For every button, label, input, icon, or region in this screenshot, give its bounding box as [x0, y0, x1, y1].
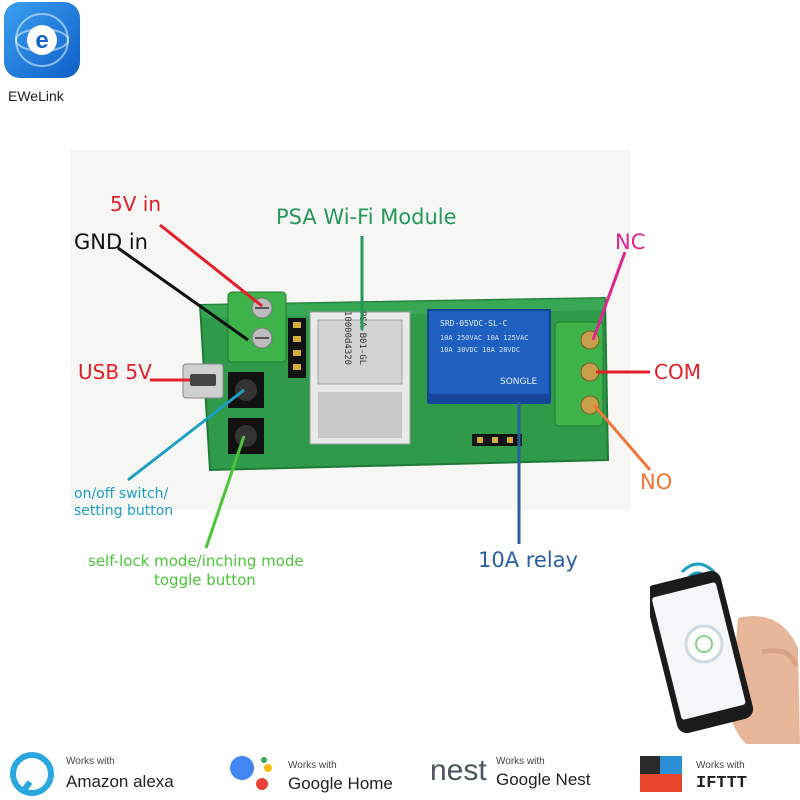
toggle-label-word: toggle	[154, 571, 202, 589]
badge-alexa: Works with Amazon alexa	[10, 748, 200, 800]
module-print-line1: PSA-B01-GL	[357, 311, 367, 365]
ewelink-logo-icon: e	[15, 13, 69, 67]
module-print-line2: 10000d4320	[342, 311, 352, 365]
input-screw-terminal	[227, 291, 287, 363]
ifttt-icon	[640, 756, 682, 792]
badge-google-home-big: Google Home	[288, 774, 393, 793]
nc-label: NC	[615, 230, 646, 254]
badge-google-home: Works with Google Home	[228, 748, 418, 800]
badge-google-home-small: Works with	[288, 760, 337, 771]
com-label: COM	[654, 360, 701, 384]
relay-component: SRD-05VDC-SL-C 10A 250VAC 10A 125VAC 10A…	[427, 309, 551, 404]
toggle-line	[204, 435, 246, 549]
toggle-label: self-lock mode/inching mode toggle butto…	[88, 552, 304, 590]
switch-label-line2: setting button	[74, 503, 174, 519]
alexa-icon	[10, 752, 54, 796]
five-v-in-label: 5V in	[110, 192, 161, 216]
badge-nest-small: Works with	[496, 756, 545, 767]
nest-icon: nest	[430, 754, 487, 787]
badge-ifttt-small: Works with	[696, 760, 745, 771]
five-v-line	[159, 223, 263, 308]
ewelink-logo-letter: e	[35, 27, 48, 54]
relay-brand-print: SONGLE	[500, 377, 538, 387]
relay-board-diagram: PSA-B01-GL 10000d4320 SRD-05VDC-SL-C 10A…	[70, 150, 652, 549]
no-line	[592, 404, 652, 471]
bottom-pin-header	[472, 434, 522, 446]
on-off-push-button	[228, 372, 264, 408]
wifi-module: PSA-B01-GL 10000d4320	[309, 311, 411, 445]
pin-header	[288, 318, 306, 378]
switch-line	[127, 388, 245, 482]
toggle-label-line1: self-lock mode/inching mode	[88, 552, 304, 570]
badge-google-nest: nest Works with Google Nest	[430, 748, 630, 800]
brand-name: EWeLink	[8, 88, 64, 104]
badge-alexa-small: Works with	[66, 756, 115, 767]
toggle-label-button-word: button	[206, 571, 256, 589]
toggle-label-line2: toggle button	[88, 571, 304, 590]
switch-label-line1: on/off switch/	[74, 486, 169, 502]
gnd-line	[117, 246, 249, 342]
google-assistant-icon	[230, 756, 272, 790]
power-button-icon	[684, 624, 724, 664]
mode-push-button	[228, 418, 264, 454]
relay-spec-2: 10A 30VDC 10A 28VDC	[440, 346, 520, 354]
switch-label: on/off switch/ setting button	[74, 486, 173, 520]
nc-line	[591, 251, 627, 341]
badge-ifttt-big: IFTTT	[696, 774, 748, 793]
badge-nest-big: Google Nest	[496, 770, 591, 789]
badge-ifttt: Works with IFTTT	[640, 748, 800, 800]
relay-spec-1: 10A 250VAC 10A 125VAC	[440, 334, 529, 342]
no-label: NO	[640, 470, 673, 494]
gnd-in-label: GND in	[74, 230, 148, 254]
output-screw-terminal	[554, 321, 604, 427]
relay-label: 10A relay	[478, 548, 578, 572]
badge-alexa-big: Amazon alexa	[66, 772, 174, 791]
compatibility-badges: Works with Amazon alexa Works with Googl…	[0, 748, 800, 800]
module-label: PSA Wi-Fi Module	[276, 205, 457, 229]
micro-usb-port	[182, 363, 224, 399]
usb-5v-label: USB 5V	[78, 360, 152, 384]
phone-in-hand-illustration	[650, 562, 800, 744]
relay-model-print: SRD-05VDC-SL-C	[440, 319, 508, 328]
ewelink-logo: e	[4, 2, 80, 78]
